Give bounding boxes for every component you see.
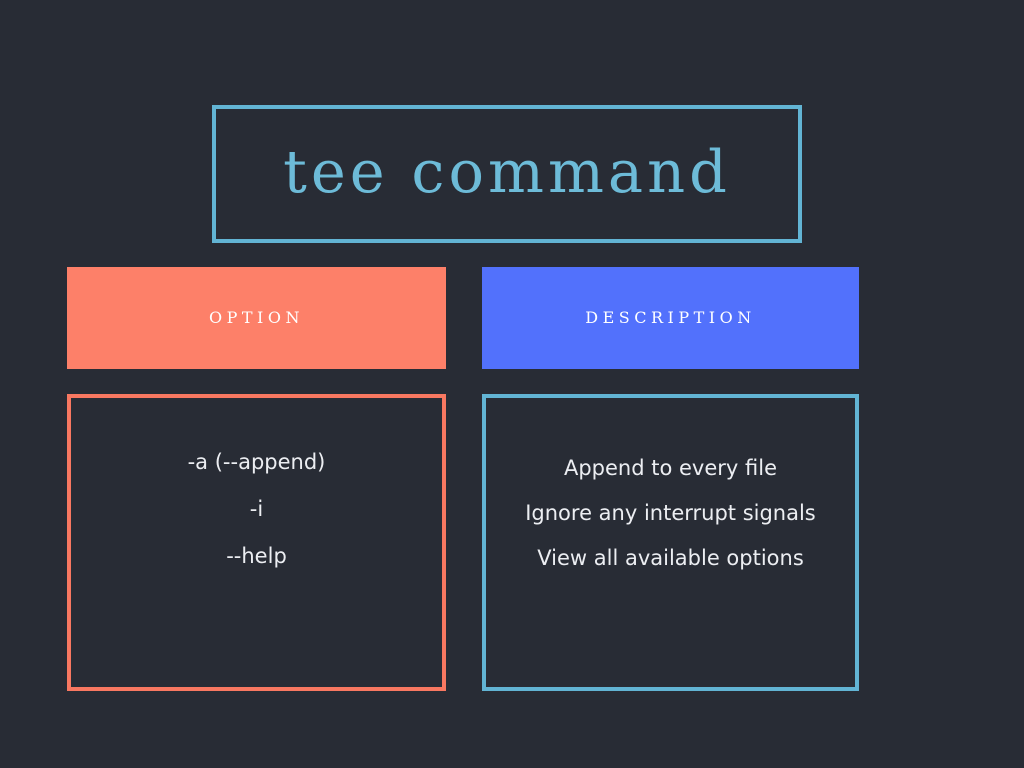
description-list-box: Append to every file Ignore any interrup… [482, 394, 859, 691]
list-item: --help [226, 544, 287, 568]
column-header-description: DESCRIPTION [482, 267, 859, 369]
list-item: -a (--append) [187, 450, 326, 474]
column-header-description-label: DESCRIPTION [585, 308, 756, 327]
column-header-option-label: OPTION [209, 308, 304, 327]
column-header-option: OPTION [67, 267, 446, 369]
list-item: Append to every file [563, 456, 777, 480]
title-box: tee command [212, 105, 802, 243]
list-item: -i [249, 497, 264, 521]
list-item: Ignore any interrupt signals [525, 501, 816, 525]
page-title: tee command [283, 136, 731, 206]
list-item: View all available options [537, 546, 804, 570]
option-list-box: -a (--append) -i --help [67, 394, 446, 691]
